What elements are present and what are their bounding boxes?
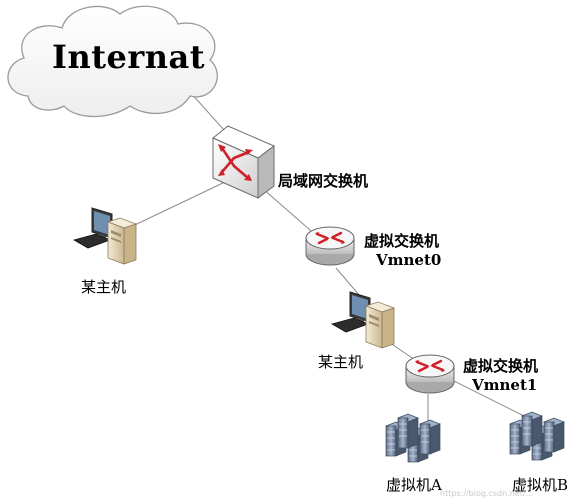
- cloud-icon: [7, 5, 218, 118]
- lan-switch-icon: [212, 125, 275, 199]
- watermark: https://blog.csdn.net/...: [440, 489, 534, 498]
- host2-label: 某主机: [318, 353, 364, 371]
- server-rack-icon: [385, 413, 441, 463]
- vswitch0-label: 虚拟交换机: [364, 232, 440, 250]
- connection-lines: [119, 91, 529, 425]
- link-vswitch1-vmB: [451, 379, 529, 419]
- link-switch-host1: [119, 181, 226, 233]
- server-rack-icon: [509, 411, 565, 461]
- desktop-pc-icon: [73, 207, 137, 265]
- host1-label: 某主机: [81, 278, 127, 296]
- link-switch-vswitch0: [261, 187, 319, 238]
- vswitch0-name: Vmnet0: [376, 251, 442, 269]
- desktop-pc-icon: [331, 291, 395, 349]
- vswitch1-name: Vmnet1: [472, 376, 538, 394]
- vm-a-label: 虚拟机A: [386, 476, 442, 494]
- lan-switch-label: 局域网交换机: [278, 172, 369, 190]
- cloud-label: Internat: [52, 38, 206, 76]
- router-icon: [404, 353, 456, 395]
- router-icon: [304, 225, 356, 267]
- vswitch1-label: 虚拟交换机: [463, 357, 539, 375]
- vm-b-label: 虚拟机B: [512, 476, 569, 494]
